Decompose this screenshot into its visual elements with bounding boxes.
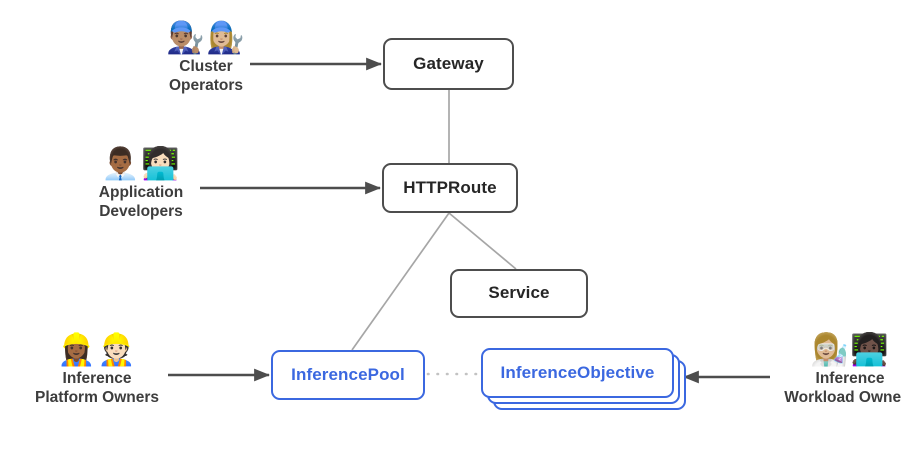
- persona-application-developers-label: Application Developers: [98, 184, 184, 220]
- persona-cluster-operators-label: Cluster Operators: [168, 58, 244, 94]
- node-httproute[interactable]: HTTPRoute: [382, 163, 518, 213]
- scientist-technologist-pair-emoji: 👩🏼‍🔬👩🏿‍💻: [810, 332, 890, 367]
- node-inferenceobjective-label: InferenceObjective: [500, 362, 655, 382]
- persona-inference-workload-owners: 👩🏼‍🔬👩🏿‍💻 Inference Workload Owners: [770, 334, 902, 408]
- node-inferencepool[interactable]: InferencePool: [271, 350, 425, 400]
- link-httproute-to-service: [448, 212, 517, 270]
- link-layer: [351, 90, 517, 376]
- node-service-label: Service: [488, 283, 550, 303]
- office-worker-technologist-pair-emoji: 👨🏾‍💼👩🏻‍💻: [101, 146, 181, 181]
- node-gateway[interactable]: Gateway: [383, 38, 514, 90]
- node-httproute-label: HTTPRoute: [403, 177, 497, 197]
- node-gateway-label: Gateway: [413, 53, 484, 73]
- node-inferenceobjective-stack: InferenceObjective: [481, 348, 691, 416]
- persona-inference-platform-owners: 👷🏾‍♀️👷🏻 Inference Platform Owners: [22, 334, 172, 408]
- mechanic-pair-emoji: 👨🏽‍🔧👩🏼‍🔧: [166, 20, 246, 55]
- node-inferencepool-label: InferencePool: [291, 364, 405, 384]
- link-httproute-to-inferencepool: [351, 212, 450, 351]
- persona-application-developers: 👨🏾‍💼👩🏻‍💻 Application Developers: [82, 148, 200, 222]
- persona-cluster-operators: 👨🏽‍🔧👩🏼‍🔧 Cluster Operators: [150, 22, 262, 96]
- arrow-layer: [168, 57, 770, 384]
- construction-worker-pair-emoji: 👷🏾‍♀️👷🏻: [57, 332, 137, 367]
- node-inferenceobjective[interactable]: InferenceObjective: [481, 348, 674, 398]
- persona-inference-platform-owners-label: Inference Platform Owners: [34, 370, 160, 406]
- persona-inference-workload-owners-label: Inference Workload Owners: [784, 370, 902, 406]
- node-service[interactable]: Service: [450, 269, 588, 318]
